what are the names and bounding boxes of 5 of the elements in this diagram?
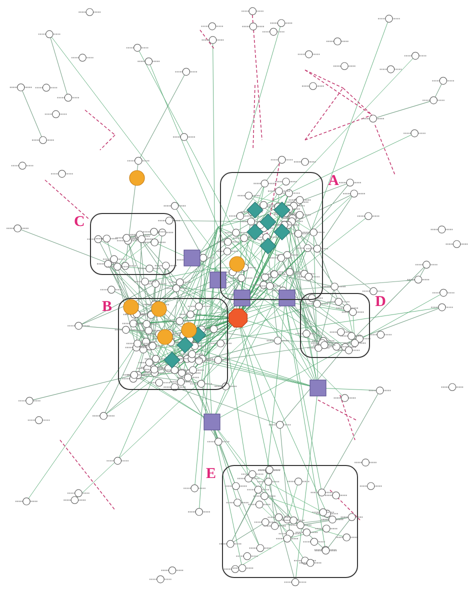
cluster-letter: D [375, 295, 386, 310]
cluster-letter: B [102, 300, 112, 315]
cluster-letter: A [328, 174, 339, 189]
cluster-letter: E [206, 467, 216, 482]
cluster-letter: C [74, 215, 85, 230]
